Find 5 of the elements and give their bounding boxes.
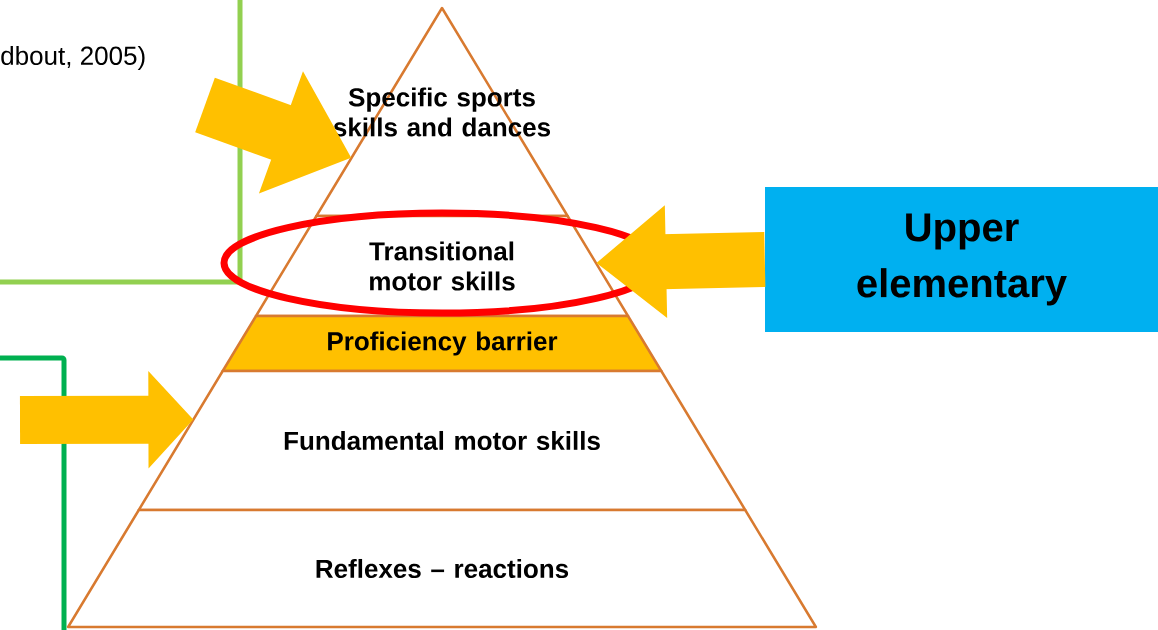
pyramid-level: Fundamental motor skills <box>137 369 747 512</box>
pyramid-level: Reflexes – reactions <box>66 508 818 629</box>
label-box: Upper elementary <box>765 187 1158 332</box>
citation-text: dbout, 2005) <box>1 45 145 71</box>
pyramid-level: Transitional motor skills <box>254 214 630 318</box>
